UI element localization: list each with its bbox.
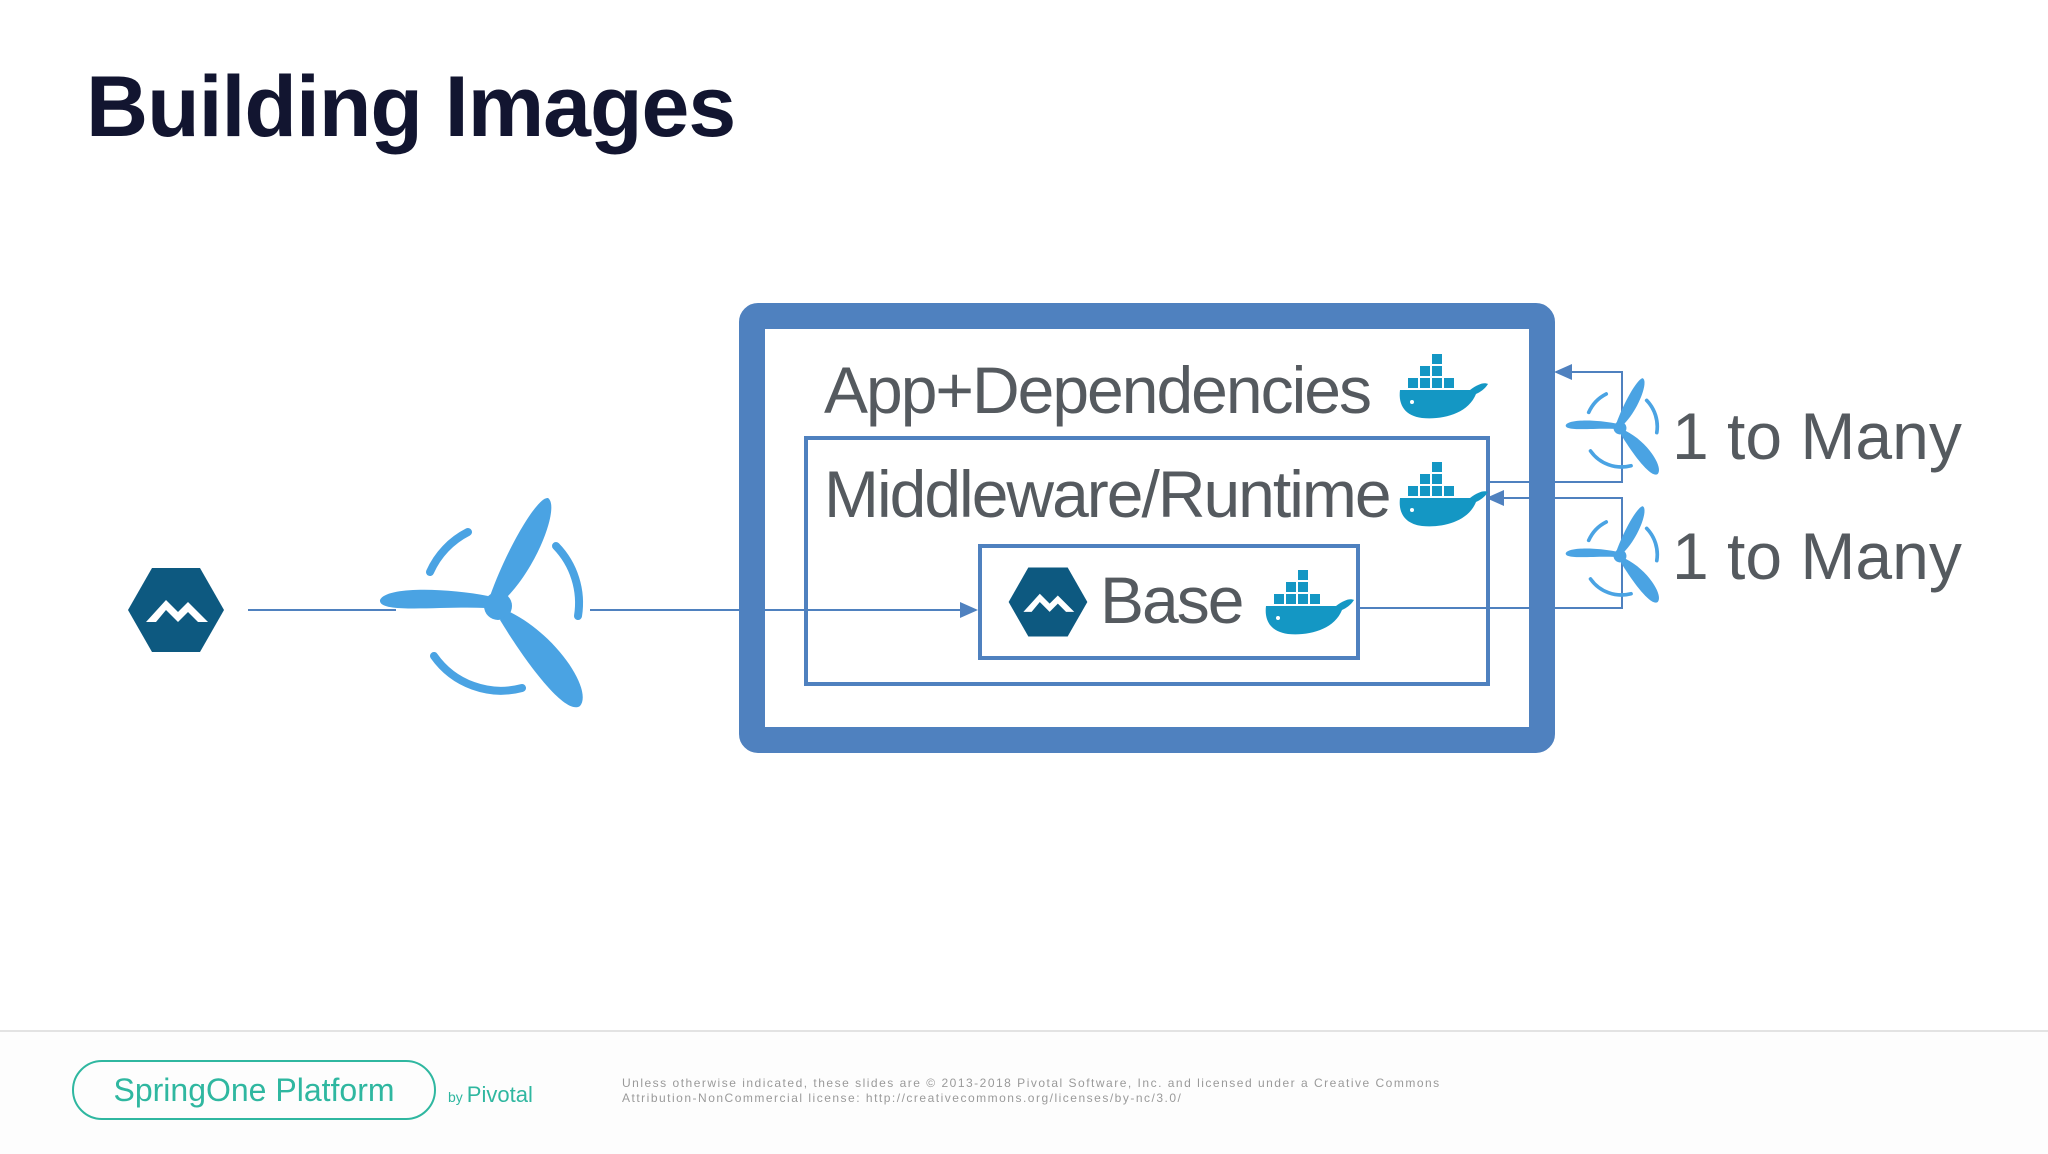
docker-whale-icon bbox=[1399, 462, 1488, 527]
legal-notice: Unless otherwise indicated, these slides… bbox=[622, 1076, 1441, 1106]
byline-name: Pivotal bbox=[466, 1082, 533, 1107]
trigger-label: 1 to Many bbox=[1672, 519, 1962, 593]
concourse-propeller-icon bbox=[1563, 376, 1661, 477]
concourse-propeller-icon bbox=[380, 498, 583, 707]
legal-line: Attribution-NonCommercial license: http:… bbox=[622, 1091, 1183, 1105]
image-frame bbox=[739, 303, 1555, 753]
byline-prefix: by bbox=[448, 1089, 463, 1105]
docker-whale-icon bbox=[1265, 570, 1354, 635]
middleware-layer-box bbox=[804, 436, 1490, 686]
docker-whale-icon bbox=[1399, 354, 1488, 419]
alpine-hexagon-icon bbox=[1008, 567, 1088, 637]
alpine-hexagon-icon bbox=[128, 568, 224, 652]
slide-title: Building Images bbox=[86, 59, 736, 155]
base-layer-box bbox=[978, 544, 1360, 660]
legal-line: Unless otherwise indicated, these slides… bbox=[622, 1076, 1441, 1090]
trigger-label: 1 to Many bbox=[1672, 399, 1962, 473]
springone-logo: SpringOne Platform bbox=[72, 1060, 436, 1120]
app-layer-label: App+Dependencies bbox=[824, 353, 1372, 427]
concourse-propeller-icon bbox=[1563, 504, 1661, 605]
middleware-layer-label: Middleware/Runtime bbox=[824, 457, 1392, 531]
base-layer-label: Base bbox=[1100, 563, 1244, 637]
